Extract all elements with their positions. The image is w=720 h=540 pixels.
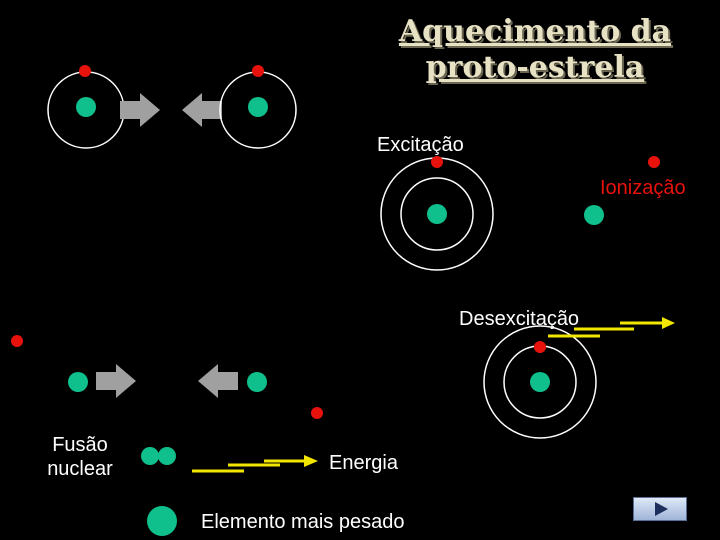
electron	[252, 65, 264, 77]
title-line-1: Aquecimento da	[398, 14, 672, 49]
collision-arrow-left-icon	[198, 364, 238, 398]
collision-arrow-right-icon	[96, 364, 136, 398]
energy-release	[192, 459, 306, 473]
heavier-element-nucleus	[147, 506, 177, 536]
electron	[534, 341, 546, 353]
nucleus	[76, 97, 96, 117]
free-electron	[648, 156, 660, 168]
outer-orbit	[483, 325, 597, 439]
play-icon	[655, 502, 668, 516]
collision-arrow-right-icon	[120, 93, 160, 127]
next-slide-button[interactable]	[633, 497, 687, 521]
nucleus	[248, 97, 268, 117]
electron	[311, 407, 323, 419]
inner-orbit	[400, 177, 474, 251]
photon-emission	[548, 321, 664, 338]
label-energia: Energia	[329, 452, 398, 474]
label-fusao-line-2: nuclear	[47, 458, 113, 480]
collision-diagram-top	[47, 65, 297, 149]
fused-nucleus-part	[141, 447, 159, 465]
fused-nucleus-part	[158, 447, 176, 465]
electron	[431, 156, 443, 168]
photon-arrowhead-icon	[662, 317, 675, 329]
nucleus	[247, 372, 267, 392]
nucleus	[427, 204, 447, 224]
label-fusao-line-1: Fusão	[52, 434, 108, 456]
label-ionizacao: Ionização	[600, 177, 686, 199]
label-excitacao: Excitação	[377, 134, 464, 156]
energy-arrowhead-icon	[304, 455, 318, 467]
excitation-atom	[380, 156, 494, 271]
nucleus	[530, 372, 550, 392]
ionization-atom	[584, 156, 660, 225]
fusion-result	[141, 447, 318, 536]
nucleus	[68, 372, 88, 392]
electron	[11, 335, 23, 347]
collision-arrow-left-icon	[182, 93, 222, 127]
label-elemento-mais-pesado: Elemento mais pesado	[201, 511, 405, 533]
slide-title: Aquecimento da proto-estrela	[360, 14, 710, 86]
deexcitation-atom	[483, 317, 675, 439]
nucleus	[584, 205, 604, 225]
fusion-collision	[11, 335, 323, 419]
label-desexcitacao: Desexcitação	[459, 308, 580, 330]
title-line-2: proto-estrela	[425, 50, 645, 85]
electron	[79, 65, 91, 77]
label-fusao-nuclear: Fusão nuclear	[36, 433, 124, 481]
